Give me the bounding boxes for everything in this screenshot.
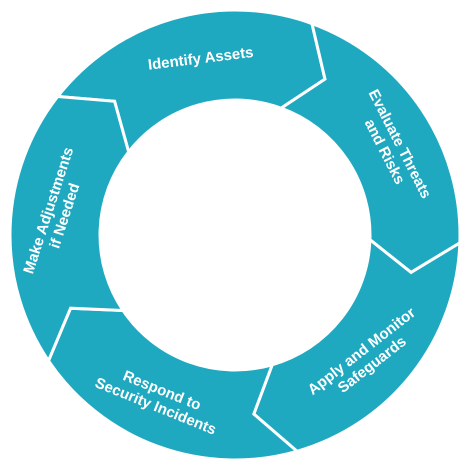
cycle-segment-respond bbox=[46, 306, 301, 462]
cycle-segment-adjust bbox=[8, 94, 131, 364]
cycle-segments bbox=[8, 8, 462, 462]
